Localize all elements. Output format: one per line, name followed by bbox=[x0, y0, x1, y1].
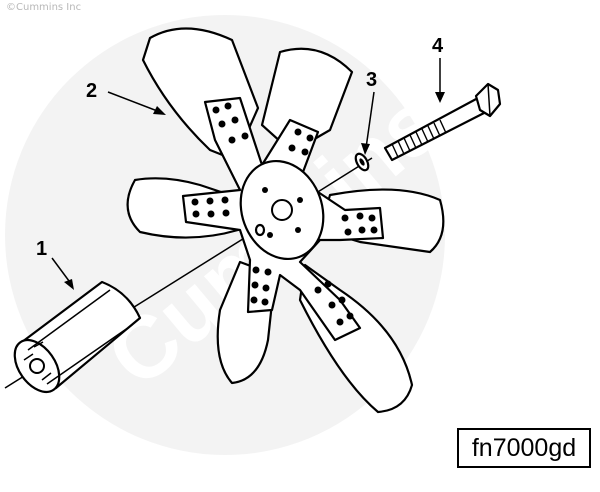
callout-1: 1 bbox=[36, 238, 47, 260]
fan-spacer bbox=[13, 280, 142, 394]
capscrew bbox=[383, 82, 502, 162]
copyright-notice: ©Cummins Inc bbox=[6, 2, 82, 13]
washer bbox=[354, 152, 370, 172]
callout-3: 3 bbox=[366, 69, 377, 91]
reference-code-label: fn7000gd bbox=[457, 428, 591, 468]
callout-leaders bbox=[51, 58, 445, 290]
fan-hub bbox=[181, 96, 385, 342]
fan-blade-top-right bbox=[260, 47, 354, 154]
callout-2: 2 bbox=[86, 80, 97, 102]
callout-4: 4 bbox=[432, 35, 444, 57]
